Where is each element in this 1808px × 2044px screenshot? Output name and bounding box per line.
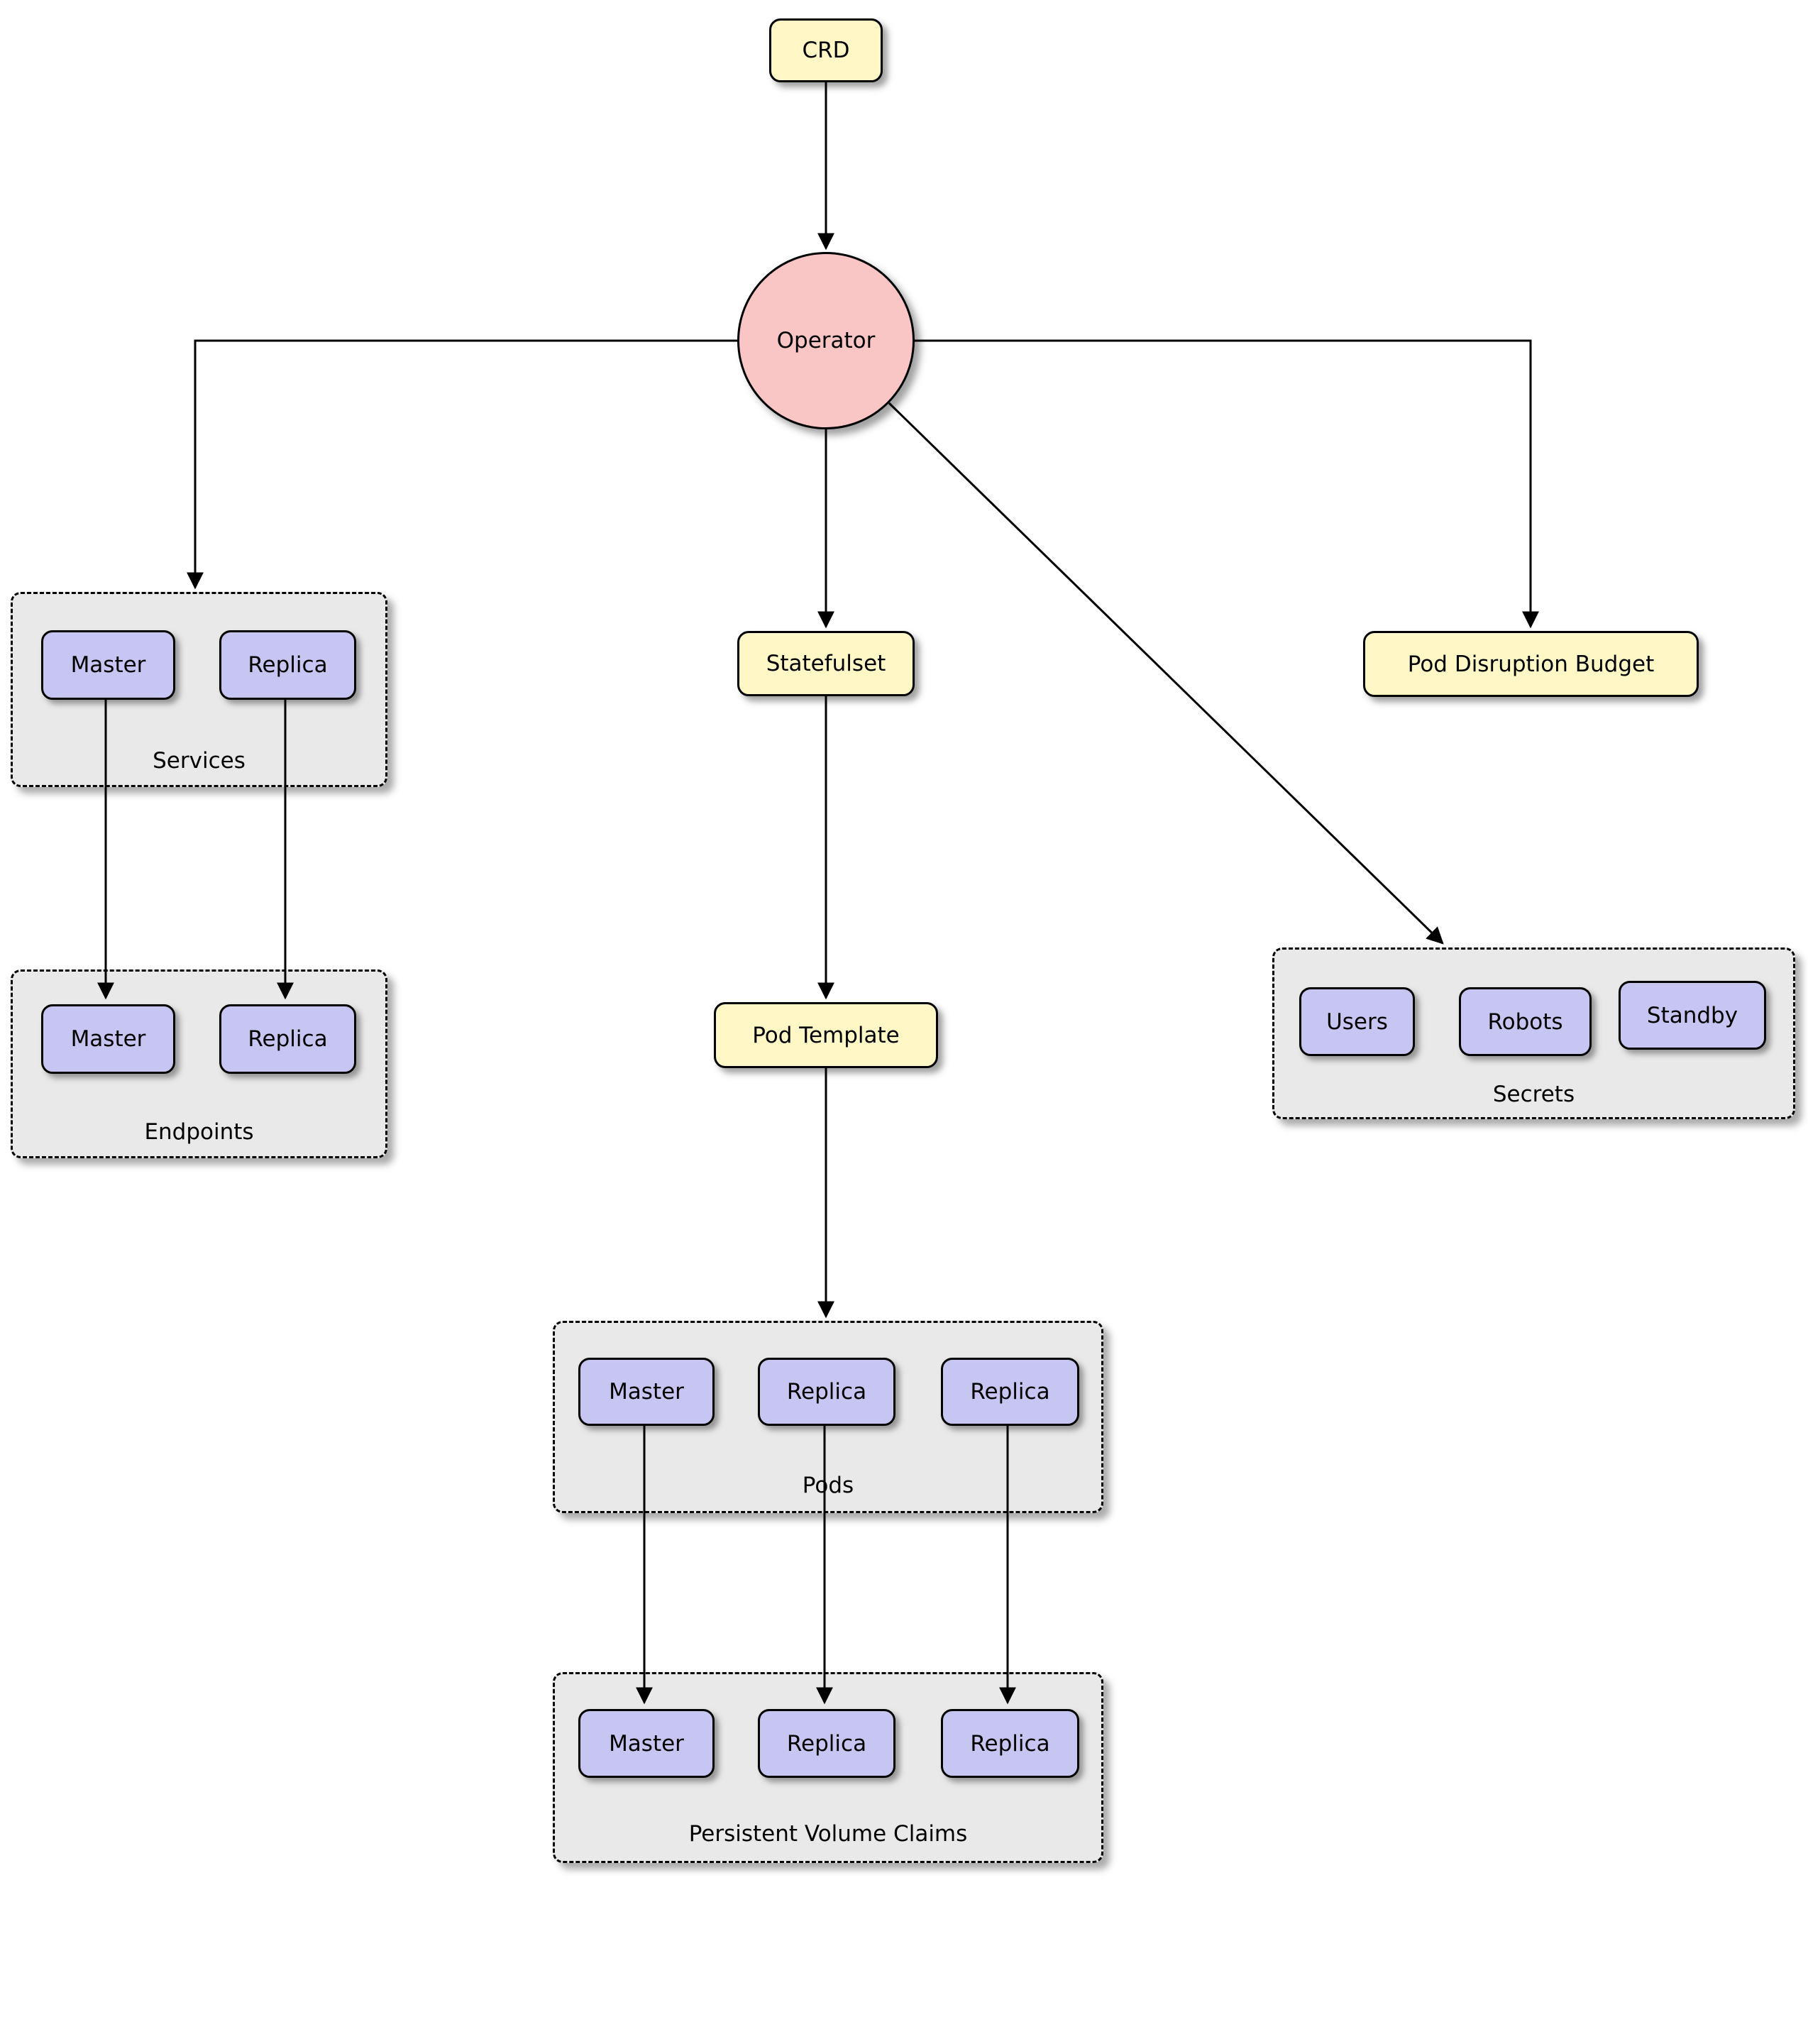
- pods-master-label: Master: [609, 1379, 684, 1405]
- node-pod-template-label: Pod Template: [752, 1022, 900, 1048]
- pvc-master-box: Master: [578, 1709, 715, 1778]
- secrets-robots-box: Robots: [1459, 987, 1592, 1056]
- node-pod-disruption-budget: Pod Disruption Budget: [1363, 631, 1699, 697]
- node-statefulset-label: Statefulset: [766, 651, 886, 676]
- group-pods-label: Pods: [802, 1473, 854, 1498]
- endpoints-replica-label: Replica: [248, 1026, 328, 1052]
- group-services: Master Replica Services: [11, 592, 387, 787]
- secrets-standby-label: Standby: [1646, 1002, 1738, 1028]
- node-crd-label: CRD: [802, 38, 850, 63]
- group-persistent-volume-claims-label: Persistent Volume Claims: [688, 1821, 968, 1847]
- pvc-replica2-label: Replica: [970, 1730, 1050, 1757]
- pods-master-box: Master: [578, 1358, 715, 1426]
- node-pod-disruption-budget-label: Pod Disruption Budget: [1407, 651, 1655, 677]
- pods-replica2-box: Replica: [941, 1358, 1079, 1426]
- node-pod-template: Pod Template: [714, 1002, 938, 1068]
- group-secrets: Users Robots Standby Secrets: [1272, 947, 1795, 1119]
- pods-replica1-box: Replica: [758, 1358, 895, 1426]
- pvc-master-label: Master: [609, 1730, 684, 1757]
- secrets-robots-label: Robots: [1487, 1009, 1563, 1035]
- arrow-operator-pdb: [915, 339, 1539, 629]
- services-replica-box: Replica: [219, 630, 356, 700]
- endpoints-master-label: Master: [70, 1026, 146, 1052]
- secrets-standby-box: Standby: [1619, 981, 1766, 1050]
- group-services-label: Services: [153, 748, 246, 774]
- node-operator: Operator: [737, 252, 915, 429]
- pvc-replica2-box: Replica: [941, 1709, 1079, 1778]
- node-statefulset: Statefulset: [737, 631, 915, 696]
- node-crd: CRD: [769, 18, 883, 82]
- pvc-replica1-box: Replica: [758, 1709, 895, 1778]
- endpoints-replica-box: Replica: [219, 1004, 356, 1074]
- endpoints-master-box: Master: [41, 1004, 175, 1074]
- arrow-operator-secrets: [888, 402, 1444, 945]
- secrets-users-box: Users: [1299, 987, 1415, 1056]
- arrow-operator-services: [187, 339, 737, 590]
- services-master-label: Master: [70, 652, 146, 678]
- secrets-users-label: Users: [1326, 1009, 1388, 1035]
- group-endpoints: Master Replica Endpoints: [11, 969, 387, 1158]
- pods-replica1-label: Replica: [786, 1379, 867, 1405]
- pods-replica2-label: Replica: [970, 1379, 1050, 1405]
- services-replica-label: Replica: [248, 652, 328, 678]
- node-operator-label: Operator: [776, 328, 876, 353]
- group-endpoints-label: Endpoints: [144, 1119, 254, 1145]
- services-master-box: Master: [41, 630, 175, 700]
- group-persistent-volume-claims: Master Replica Replica Persistent Volume…: [553, 1672, 1103, 1863]
- group-pods: Master Replica Replica Pods: [553, 1321, 1103, 1513]
- pvc-replica1-label: Replica: [786, 1730, 867, 1757]
- group-secrets-label: Secrets: [1492, 1082, 1575, 1107]
